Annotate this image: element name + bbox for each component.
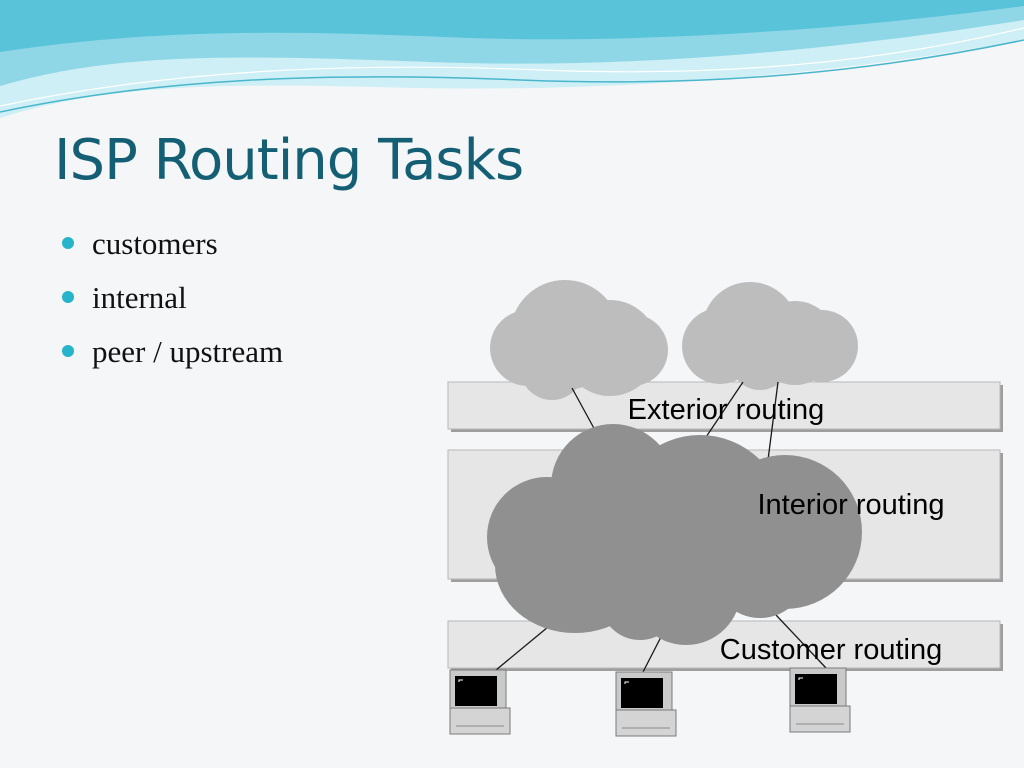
- computer-terminal-icon: [615, 671, 677, 737]
- bullet-item: internal: [62, 276, 283, 330]
- bullet-item: customers: [62, 222, 283, 276]
- bullet-item: peer / upstream: [62, 330, 283, 384]
- computer-terminal-icon: [449, 669, 511, 735]
- exterior-routing-label: Exterior routing: [628, 394, 825, 426]
- bullet-dot-icon: [62, 291, 74, 303]
- bullet-dot-icon: [62, 345, 74, 357]
- header-wave-decoration: [0, 0, 1024, 118]
- exterior-routing-layer: [447, 381, 1003, 432]
- interior-routing-label: Interior routing: [758, 489, 945, 521]
- bullet-dot-icon: [62, 237, 74, 249]
- slide-title: ISP Routing Tasks: [54, 128, 524, 193]
- bullet-text: customers: [92, 226, 218, 261]
- bullet-text: internal: [92, 280, 187, 315]
- network-links: [495, 381, 827, 673]
- computer-terminal-icon: [789, 667, 851, 733]
- customer-routing-label: Customer routing: [720, 634, 942, 666]
- bullet-text: peer / upstream: [92, 334, 284, 369]
- cloud-icon: [487, 424, 862, 645]
- cloud-icon: [682, 282, 858, 390]
- cloud-icon: [490, 280, 668, 400]
- bullet-list: customers internal peer / upstream: [62, 222, 283, 384]
